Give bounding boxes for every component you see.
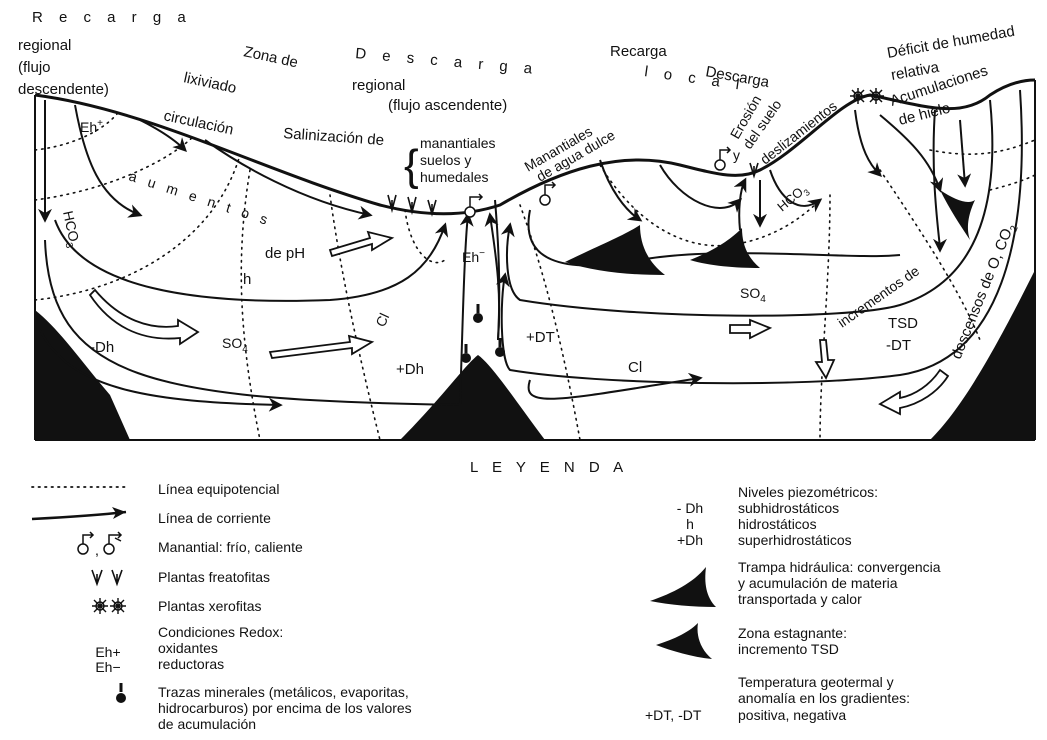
legend-eh-minus: Eh−	[88, 660, 128, 675]
legend-estagnante-1: Zona estagnante:	[738, 626, 847, 641]
stagnant-zone-symbol	[654, 621, 714, 661]
equipotential-line	[520, 205, 580, 440]
legend-niveles-t3: superhidrostáticos	[738, 533, 852, 548]
label-flujo-ascendente: (flujo ascendente)	[388, 97, 507, 114]
legend-xerophyte-label: Plantas xerofitas	[158, 599, 262, 614]
hydraulic-trap-symbol	[648, 563, 718, 609]
legend-niveles-title: Niveles piezométricos:	[738, 485, 878, 500]
equipotential-line	[930, 140, 1035, 154]
legend-trazas-1: Trazas minerales (metálicos, evaporitas,	[158, 685, 409, 700]
label-hco3-right: HCO3	[774, 181, 812, 217]
label-cl-mid: Cl	[372, 311, 392, 330]
label-deficit-1: Déficit de humedad	[886, 23, 1016, 62]
legend-trazas-3: de acumulación	[158, 717, 256, 732]
groundwater-flow-cross-section: R e c a r g a regional (flujo descendent…	[0, 0, 1047, 460]
label-h: h	[243, 271, 251, 288]
label-minus-dh: -Dh	[90, 339, 114, 356]
equipotential-line	[820, 195, 830, 440]
legend-niveles-sym3: +Dh	[660, 533, 720, 548]
label-recarga-regional: R e c a r g a	[32, 9, 192, 26]
legend-trampa-3: transportada y calor	[738, 592, 862, 607]
hollow-arrow-right-upper	[730, 320, 770, 338]
label-suelos-y: suelos y	[420, 152, 471, 168]
legend-oxidantes: oxidantes	[158, 641, 218, 656]
label-flujo: (flujo	[18, 59, 51, 76]
spring-cold	[715, 147, 730, 170]
dotted-line-symbol	[30, 482, 130, 492]
legend-temperatura-3: positiva, negativa	[738, 708, 846, 723]
mineral-trace-icon	[473, 304, 483, 323]
legend-trampa-2: y acumulación de materia	[738, 576, 898, 591]
label-y: y	[733, 147, 740, 163]
legend-trampa-1: Trampa hidráulica: convergencia	[738, 560, 941, 575]
label-salinizacion: Salinización de	[283, 125, 385, 149]
label-plus-dh: +Dh	[396, 361, 424, 378]
label-so4-right: SO4	[740, 285, 766, 305]
equipotential-line	[990, 175, 1035, 190]
legend-spring-label: Manantial: frío, caliente	[158, 540, 303, 555]
legend-estagnante-2: incremento TSD	[738, 642, 839, 657]
spring-hot	[465, 194, 482, 217]
flow-line	[55, 220, 445, 301]
stagnant-zone	[940, 190, 975, 240]
legend-redox-title: Condiciones Redox:	[158, 625, 283, 640]
label-descendente: descendente)	[18, 81, 109, 98]
xerophyte-plant	[850, 88, 866, 104]
legend-eh-plus: Eh+	[88, 645, 128, 660]
phreatophyte-symbol	[90, 567, 130, 587]
hollow-arrow-so4-left	[90, 290, 198, 344]
arrow-line-symbol	[30, 505, 130, 525]
label-circulacion: circulación	[162, 107, 235, 138]
label-lixiviado: lixiviado	[182, 69, 238, 97]
legend-temperatura-sym: +DT, -DT	[645, 708, 701, 723]
label-regional-2: regional	[352, 77, 405, 94]
legend-trazas-2: hidrocarburos) por encima de los valores	[158, 701, 412, 716]
flow-line	[960, 120, 965, 185]
label-aumentos-ph-2: de pH	[265, 245, 305, 262]
legend-equipotential-label: Línea equipotencial	[158, 482, 279, 497]
legend-niveles-t1: subhidrostáticos	[738, 501, 839, 516]
legend: L E Y E N D A , Línea equipotencial Líne…	[0, 455, 1047, 740]
legend-niveles-sym1: - Dh	[660, 501, 720, 516]
legend-niveles-sym2: h	[660, 517, 720, 532]
legend-flowline-label: Línea de corriente	[158, 511, 271, 526]
flow-line	[855, 110, 880, 175]
label-manantiales: manantiales	[420, 135, 496, 151]
label-regional: regional	[18, 37, 71, 54]
flow-line	[660, 165, 740, 208]
hydraulic-trap	[690, 228, 760, 268]
label-eh-plus: Eh+	[80, 118, 103, 135]
legend-reductoras: reductoras	[158, 657, 224, 672]
label-incrementos-2: TSD	[888, 315, 918, 332]
label-minus-dt: -DT	[886, 337, 911, 354]
legend-title: L E Y E N D A	[470, 459, 628, 476]
label-cl-right: Cl	[628, 359, 642, 376]
legend-phreatophyte-label: Plantas freatofitas	[158, 570, 270, 585]
label-recarga-local-1: Recarga	[610, 43, 667, 60]
legend-temperatura-2: anomalía en los gradientes:	[738, 691, 910, 706]
hollow-arrow-so4-mid	[270, 336, 372, 358]
label-zona-de: Zona de	[242, 43, 299, 71]
hollow-arrow-ph	[330, 232, 392, 256]
bedrock-left	[35, 310, 130, 440]
legend-niveles-t2: hidrostáticos	[738, 517, 817, 532]
label-descarga-regional: D e s c a r g a	[355, 45, 539, 78]
label-aumentos-ph-1: a u m e n t o s	[127, 168, 273, 229]
legend-temperatura-1: Temperatura geotermal y	[738, 675, 894, 690]
equipotential-line	[405, 210, 445, 263]
hydraulic-trap	[565, 225, 665, 275]
hollow-arrow-right-lower	[816, 340, 834, 378]
xerophyte-plant	[868, 88, 884, 104]
label-plus-dt: +DT	[526, 329, 555, 346]
brace: {	[404, 141, 419, 190]
svg-text:,: ,	[95, 542, 99, 557]
flow-line	[600, 160, 640, 220]
mineral-trace-symbol	[114, 679, 128, 707]
spring-symbol: ,	[75, 531, 135, 557]
label-eh-minus: Eh−	[462, 248, 485, 265]
xerophyte-symbol	[90, 595, 130, 617]
label-humedales: humedales	[420, 169, 489, 185]
spring-cold	[540, 182, 555, 205]
flow-line	[739, 180, 745, 230]
